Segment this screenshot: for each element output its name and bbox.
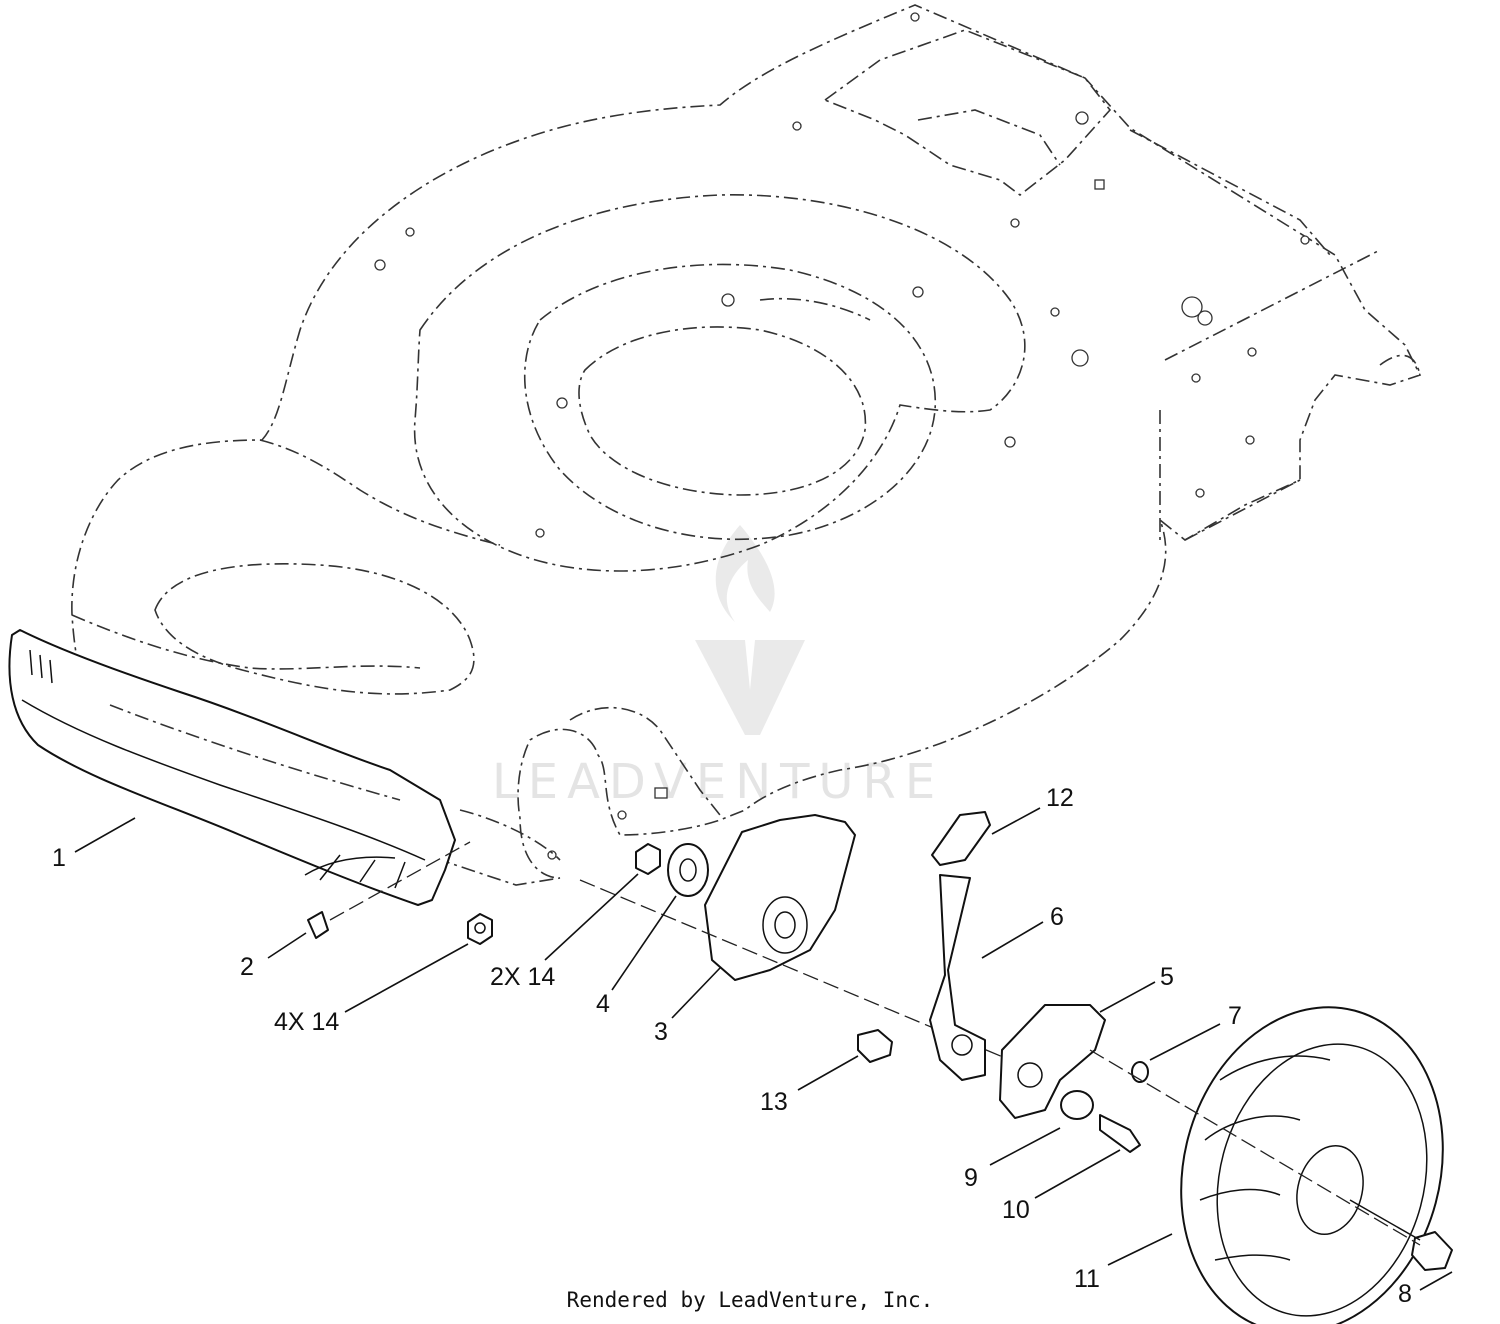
callout-5: 5	[1160, 963, 1174, 991]
front-trim-part-1	[8, 629, 561, 906]
callout-3: 3	[654, 1018, 668, 1046]
callout-10: 10	[1002, 1196, 1030, 1224]
callout-4: 4	[596, 990, 610, 1018]
callout-13: 13	[760, 1088, 788, 1116]
wheel-bracket-group	[857, 811, 1149, 1153]
fasteners-left	[307, 841, 493, 945]
callout-4x14: 4X 14	[274, 1008, 339, 1036]
callout-labels: 1 2 2X 14 4X 14 4 3 12 6 5 7 13 9 10 11 …	[52, 784, 1412, 1308]
callout-6: 6	[1050, 903, 1064, 931]
leadventure-watermark: LEADVENTURE	[492, 525, 944, 810]
callout-12: 12	[1046, 784, 1074, 812]
callout-9: 9	[964, 1164, 978, 1192]
callout-8: 8	[1398, 1280, 1412, 1308]
callout-1: 1	[52, 844, 66, 872]
callout-11: 11	[1074, 1265, 1100, 1293]
mower-deck-outline	[71, 4, 1422, 886]
watermark-text: LEADVENTURE	[492, 754, 944, 810]
callout-2x14: 2X 14	[490, 963, 555, 991]
rear-wheel-part-11	[1089, 1006, 1453, 1324]
callout-2: 2	[240, 953, 254, 981]
callout-7: 7	[1228, 1002, 1242, 1030]
leader-lines	[74, 807, 1453, 1291]
height-adjust-group	[579, 814, 1011, 1061]
render-credit: Rendered by LeadVenture, Inc.	[566, 1288, 934, 1312]
